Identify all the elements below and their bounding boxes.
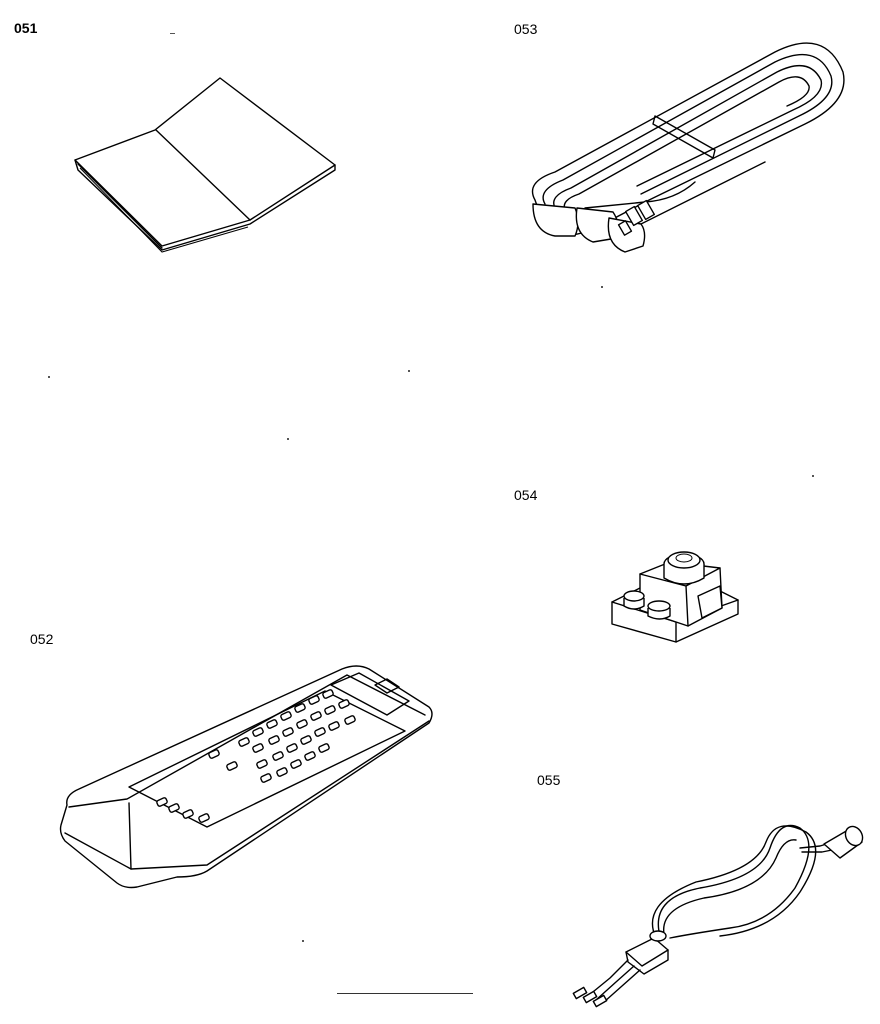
part-label-051: 051 — [14, 20, 38, 36]
antenna-adapter-icon — [610, 538, 740, 643]
stray-mark — [812, 475, 814, 477]
stray-mark — [601, 286, 603, 288]
booklet-icon — [70, 78, 340, 253]
part-label-053: 053 — [514, 21, 538, 37]
stray-mark — [302, 940, 304, 942]
stray-mark — [408, 370, 410, 372]
remote-control-icon — [57, 665, 437, 895]
part-label-054: 054 — [514, 487, 538, 503]
stray-mark — [170, 33, 175, 34]
bottom-rule — [337, 993, 473, 994]
antenna-cable-icon — [570, 818, 870, 1008]
stray-mark — [48, 376, 50, 378]
speaker-cable-icon — [525, 32, 850, 257]
stray-mark — [287, 438, 289, 440]
part-label-055: 055 — [537, 772, 561, 788]
part-label-052: 052 — [30, 631, 54, 647]
